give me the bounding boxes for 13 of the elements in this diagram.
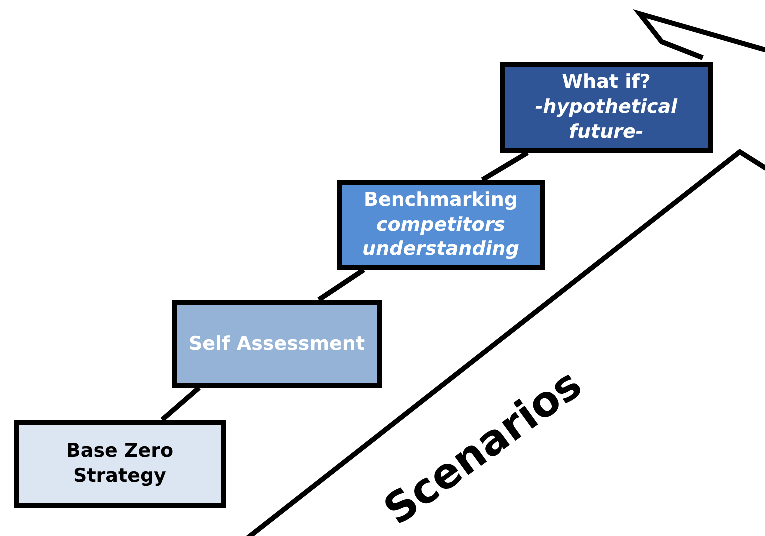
connector-line (318, 268, 366, 302)
step-box (500, 62, 713, 153)
step-box (337, 180, 545, 270)
step-box (172, 300, 382, 388)
step-subtitle: -hypothetical future- (534, 95, 679, 145)
step-title: Self Assessment (188, 332, 366, 356)
step-box (14, 420, 226, 508)
step-title: Benchmarking (364, 188, 518, 213)
step-title: Base Zero Strategy (65, 439, 175, 489)
step-title: What if? (562, 70, 651, 96)
connector-line (160, 386, 201, 422)
step-subtitle: competitors understanding (362, 212, 520, 262)
connector-line (481, 150, 529, 182)
